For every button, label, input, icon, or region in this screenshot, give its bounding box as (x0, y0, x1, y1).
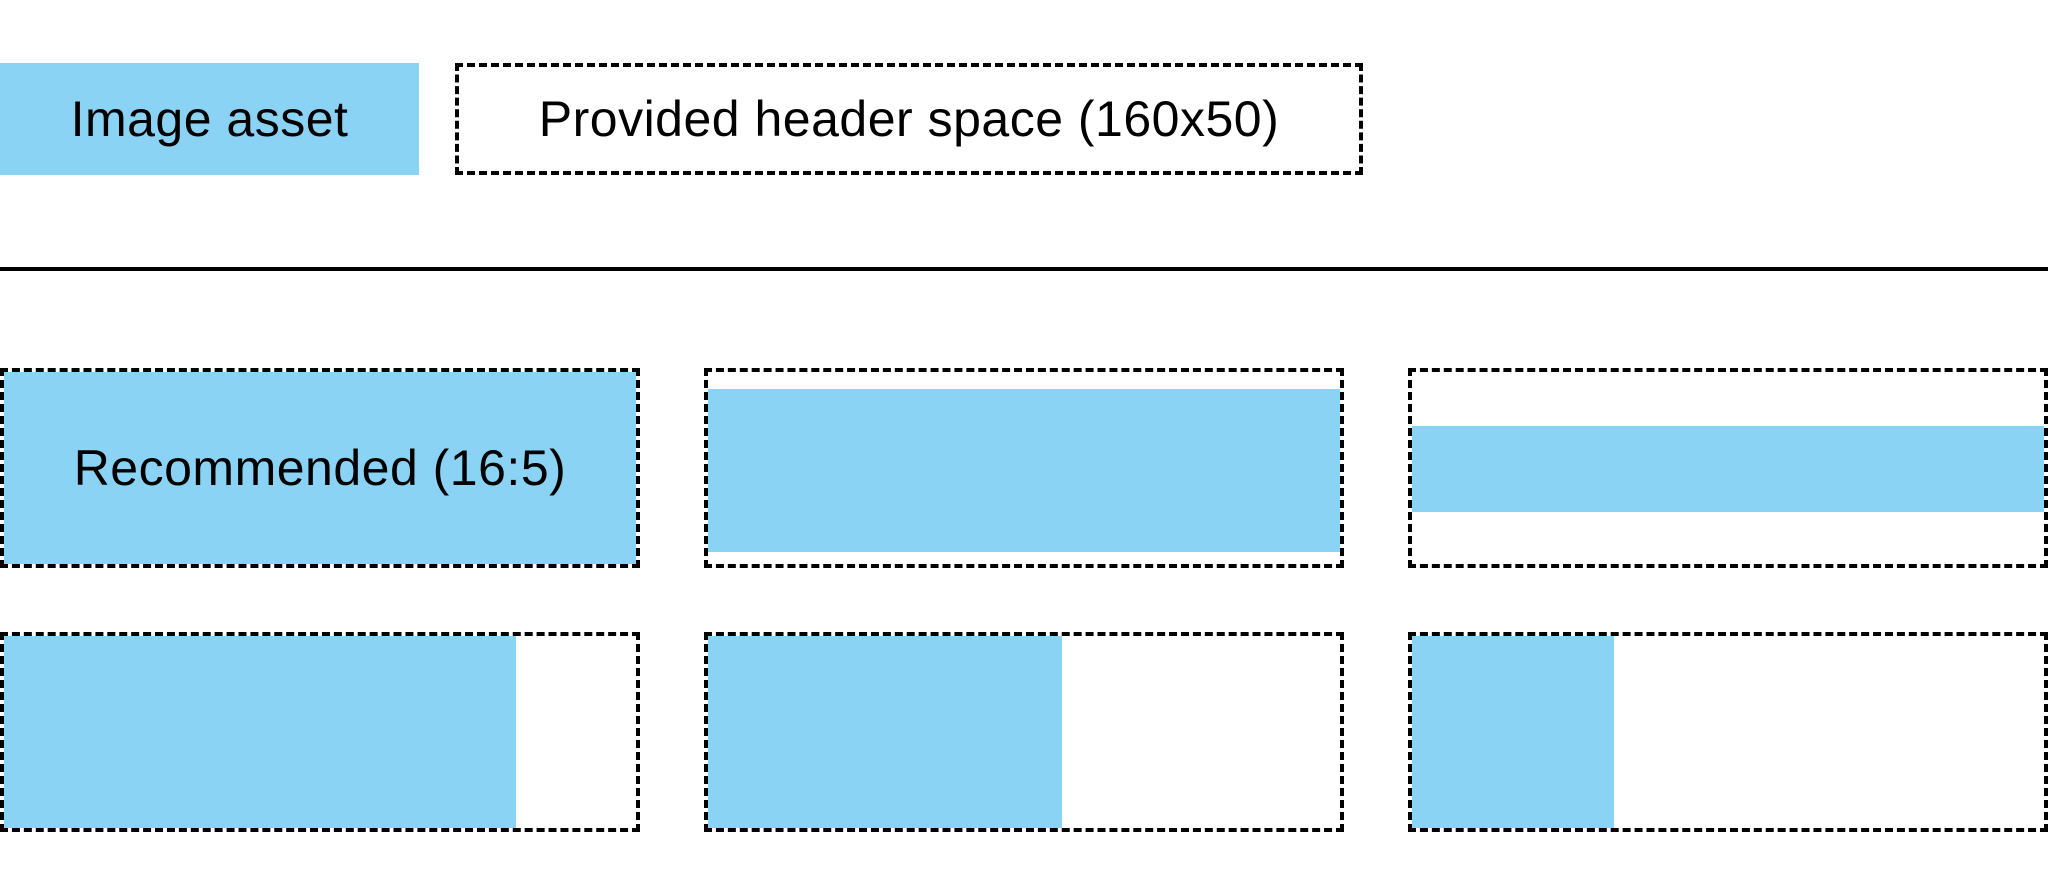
example-much-wider-than-16-5 (1408, 368, 2048, 568)
example-recommended-16-5: Recommended (16:5) (0, 368, 640, 568)
legend-image-asset-swatch: Image asset (0, 63, 419, 175)
image-asset-fill (708, 636, 1062, 828)
section-divider-line (0, 267, 2048, 271)
legend-image-asset-label: Image asset (70, 91, 349, 147)
example-narrower-than-16-5 (704, 632, 1344, 832)
legend-header-space-box: Provided header space (160x50) (455, 63, 1363, 175)
example-slightly-wider-than-16-5 (704, 368, 1344, 568)
image-asset-fill (4, 372, 636, 564)
example-slightly-narrower-than-16-5 (0, 632, 640, 832)
legend-header-space-label: Provided header space (160x50) (538, 91, 1280, 147)
image-asset-fill (4, 636, 516, 828)
example-much-narrower-than-16-5 (1408, 632, 2048, 832)
image-asset-fill (708, 389, 1340, 553)
recommended-label: Recommended (16:5) (73, 440, 567, 496)
image-asset-fill (1412, 636, 1615, 828)
image-asset-fill (1412, 425, 2044, 513)
